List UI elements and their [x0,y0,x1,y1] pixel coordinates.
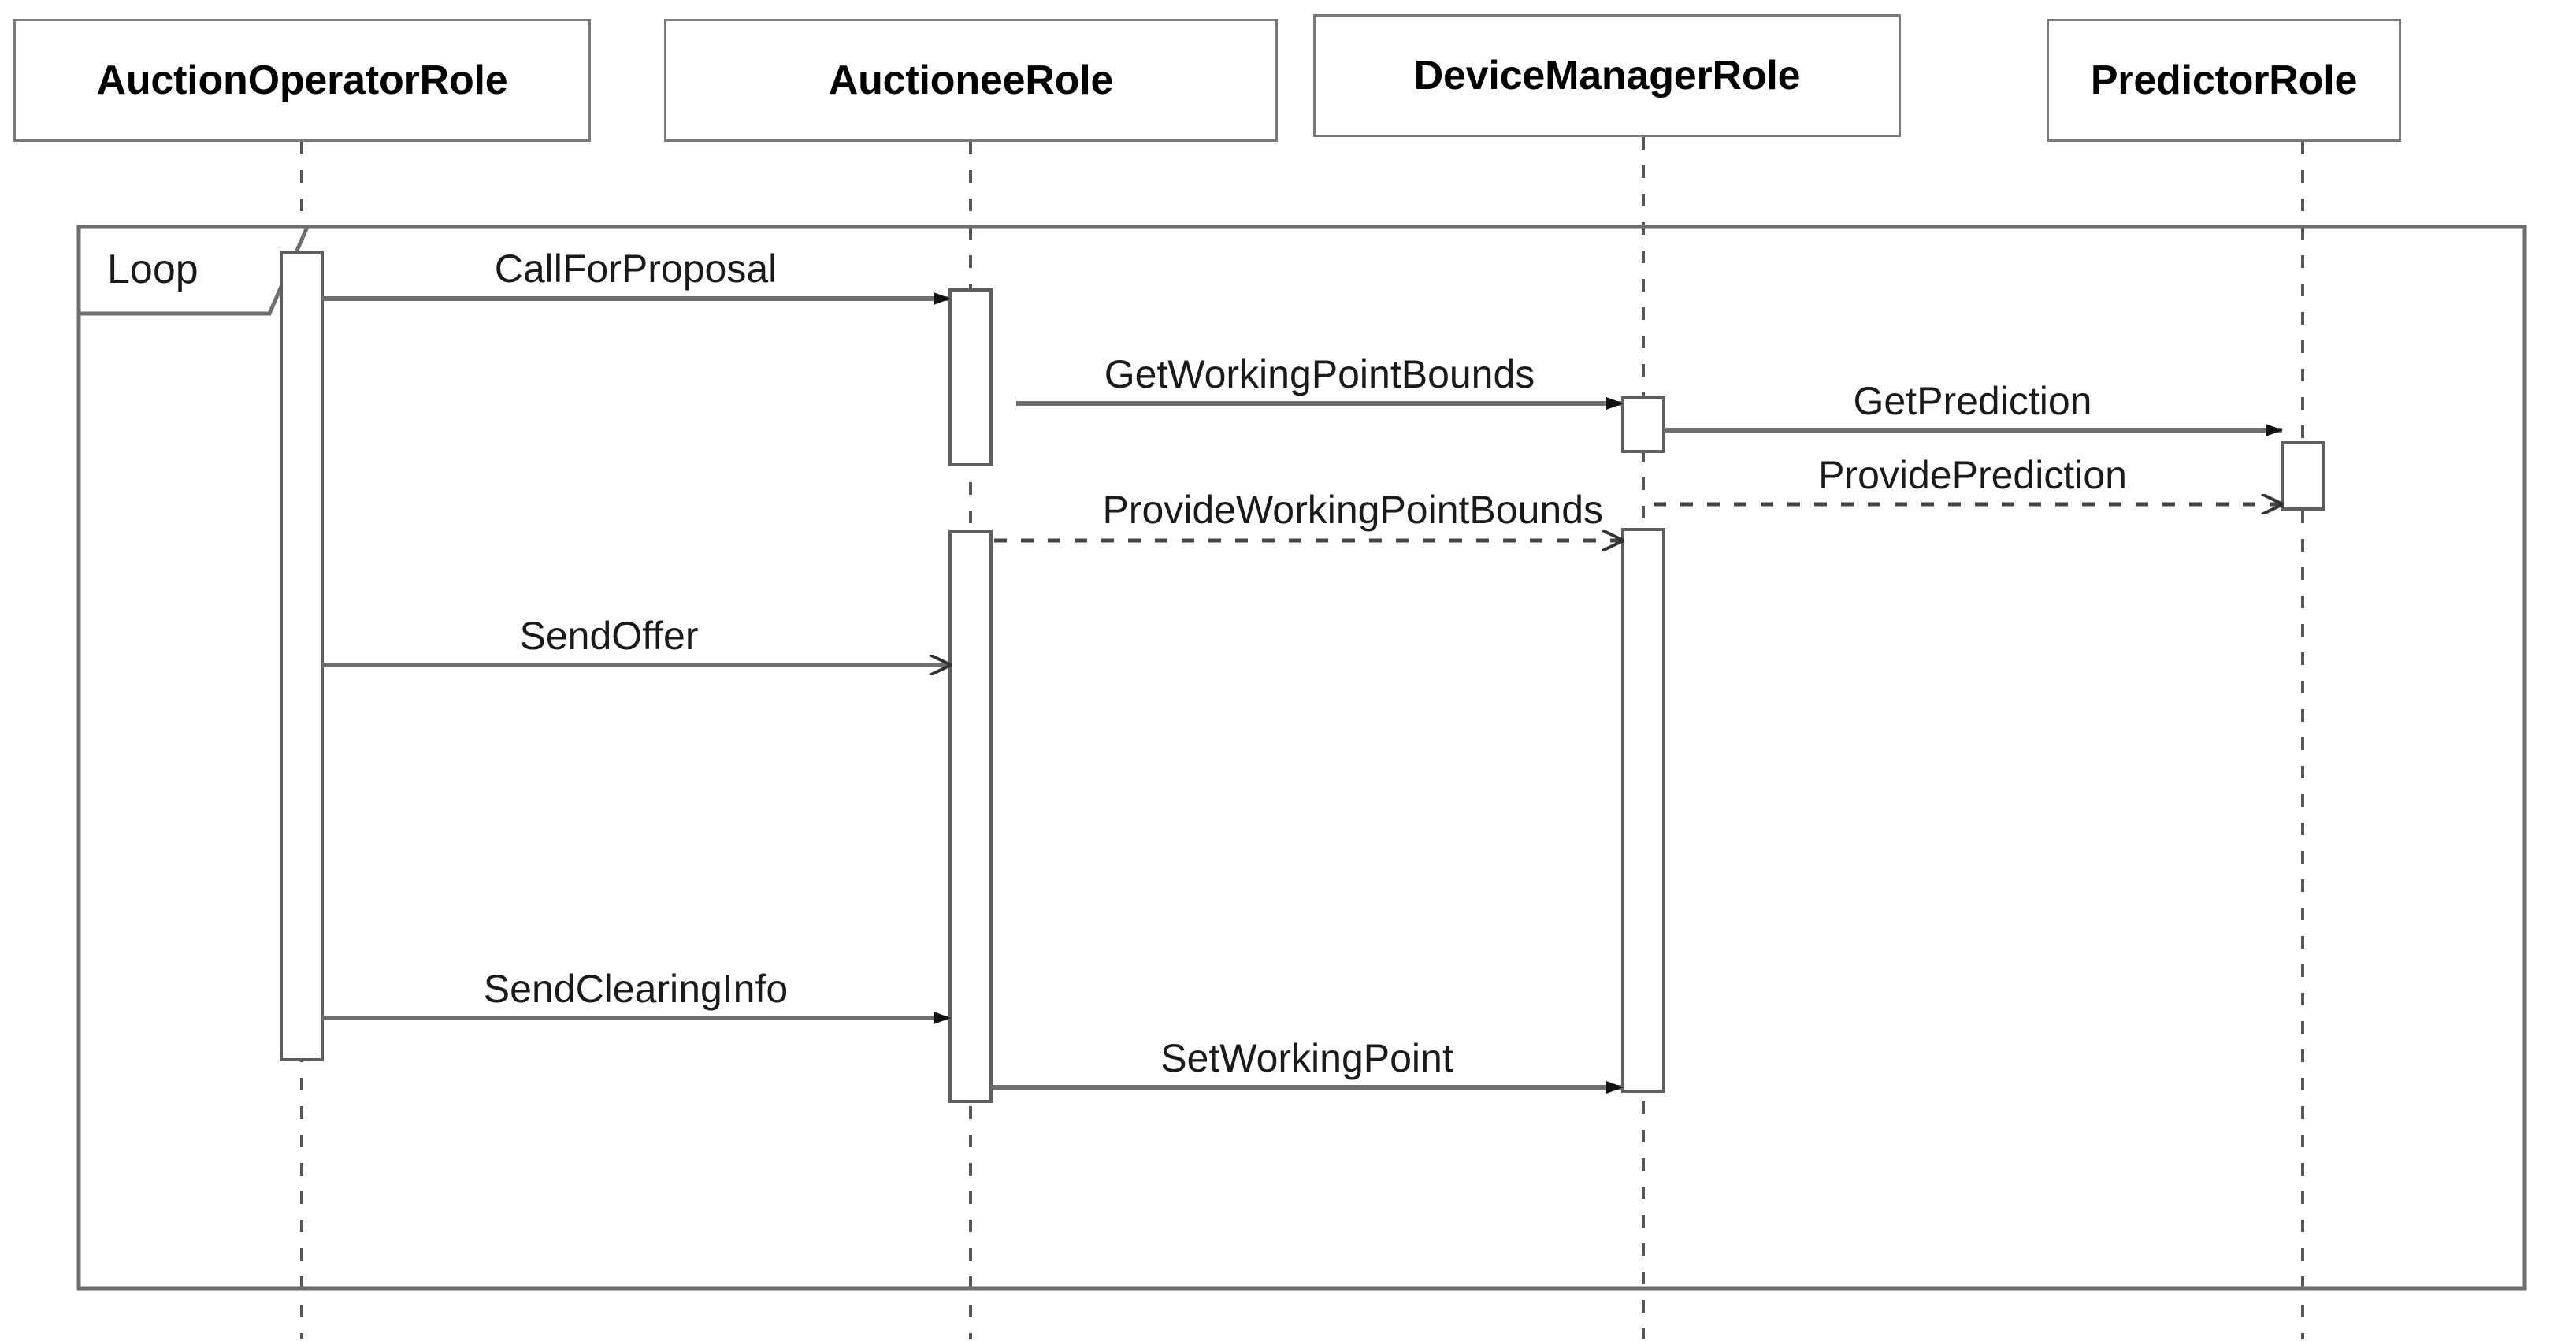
lifeline-header-device-manager-role[interactable]: DeviceManagerRole [1313,14,1901,137]
lifeline-axis-group [300,137,2304,1339]
loop-fragment-label: Loop [107,247,199,292]
lifeline-label-auction-operator-role: AuctionOperatorRole [96,58,508,103]
lifeline-header-predictor-role[interactable]: PredictorRole [2047,19,2401,142]
lifeline-label-predictor-role: PredictorRole [2090,58,2358,103]
lifeline-header-auctionee-role[interactable]: AuctioneeRole [664,19,1278,142]
lifeline-label-device-manager-role: DeviceManagerRole [1413,53,1801,98]
message-label-call-for-proposal: CallForProposal [494,247,778,291]
activation-bar-device-manager-role-1 [1621,528,1665,1093]
message-label-set-working-point: SetWorkingPoint [1160,1036,1453,1080]
lifeline-header-auction-operator-role[interactable]: AuctionOperatorRole [13,19,591,142]
loop-fragment-tab [76,225,310,316]
activation-bar-auctionee-role-1 [948,530,993,1103]
message-label-send-clearing-info: SendClearingInfo [483,967,789,1011]
activation-bar-device-manager-role-0 [1621,396,1665,453]
message-label-provide-working-point-bounds: ProvideWorkingPointBounds [1102,488,1603,532]
loop-fragment-box [76,225,2527,1291]
activation-bar-auctionee-role-0 [948,288,993,466]
loop-fragment-border [76,225,2527,1291]
message-arrow-group [322,292,2282,1094]
message-label-get-working-point-bounds: GetWorkingPointBounds [1104,352,1535,396]
message-label-send-offer: SendOffer [519,614,699,658]
message-label-get-prediction: GetPrediction [1853,379,2092,423]
lifeline-label-auctionee-role: AuctioneeRole [828,58,1114,103]
message-label-provide-prediction: ProvidePrediction [1818,453,2127,497]
activation-bar-predictor-role-0 [2281,441,2325,511]
activation-bar-group [280,251,2325,1103]
activation-bar-auction-operator-role-0 [280,251,324,1061]
